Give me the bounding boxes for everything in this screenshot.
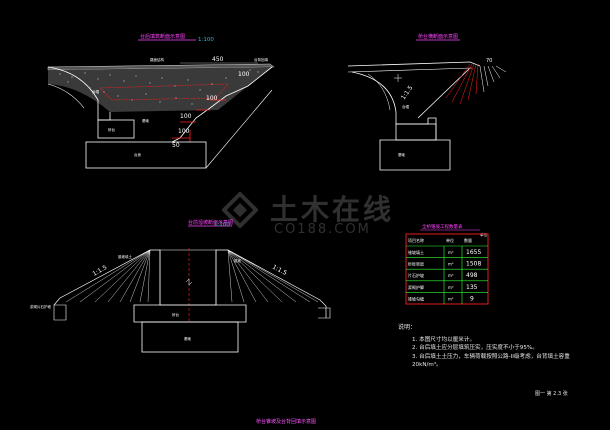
drawing-title: 桥台锥坡及台背回填示意图 bbox=[256, 419, 317, 425]
table-row: 片石护坡 m³ 498 bbox=[408, 272, 478, 279]
watermark-name: 土木在线 bbox=[270, 193, 395, 226]
step-profile bbox=[171, 66, 273, 143]
label-base: 基础 bbox=[142, 118, 149, 123]
step-dim-lines bbox=[172, 99, 226, 142]
left-toe bbox=[53, 304, 67, 321]
slope-line bbox=[205, 89, 273, 169]
watermark-logo-icon bbox=[222, 192, 258, 228]
table-header-name: 项目名称 bbox=[408, 237, 424, 243]
dim-top-width: 450 bbox=[212, 56, 224, 63]
table-cell: 锥坡填土 bbox=[408, 249, 424, 255]
table-header-qty: 数量 bbox=[464, 237, 472, 243]
table-cell: m² bbox=[448, 296, 454, 301]
view-abutment-backfill: 台后填筑断面示意图 1:100 450 bbox=[47, 33, 275, 169]
table-cell: 135 bbox=[466, 284, 478, 291]
backfill-area bbox=[48, 67, 272, 112]
table-cell: 1655 bbox=[466, 249, 481, 256]
abutment-inner-curve bbox=[47, 83, 85, 109]
view-abutment-section: 桥台横断面示意图 70 1:1.5 台帽 基础 bbox=[347, 33, 507, 171]
label-fill: 锥坡填土 bbox=[118, 254, 132, 259]
right-cone-fan bbox=[227, 249, 319, 303]
view-title: 台后填筑断面示意图 bbox=[140, 33, 185, 40]
label-cap: 台帽 bbox=[92, 89, 99, 94]
watermark-url: CO188.COM bbox=[274, 222, 371, 237]
view-scale: 1:100 bbox=[198, 37, 214, 43]
slope-face bbox=[417, 67, 471, 119]
table-row: 锥坡填土 m³ 1655 bbox=[408, 249, 481, 256]
right-toe bbox=[318, 307, 331, 319]
quantity-table: 全桥锥坡工程数量表 单位 项目名称 单位 数量 锥坡填土 m³ 1655 砂砾垫… bbox=[405, 223, 489, 305]
view-scale: 1:100 bbox=[214, 222, 230, 228]
left-cone-outline bbox=[53, 249, 161, 306]
right-cone-outline bbox=[215, 249, 327, 318]
table-row: 浆砌护脚 m³ 135 bbox=[408, 284, 478, 291]
table-unit-note: 单位 bbox=[480, 232, 488, 237]
label-abutment: 桥台 bbox=[108, 127, 115, 132]
table-cell: 片石护坡 bbox=[408, 272, 424, 278]
left-cone-fan bbox=[65, 249, 151, 303]
foundation bbox=[379, 117, 451, 171]
road-surface bbox=[47, 63, 275, 71]
label-protection: 浆砌片石护坡 bbox=[30, 304, 51, 309]
dim-step-4: 100 bbox=[178, 128, 190, 135]
note-item: 1. 本图尺寸均以厘米计。 bbox=[412, 336, 476, 343]
label-base: 基础 bbox=[184, 336, 191, 341]
break-mark bbox=[185, 278, 193, 286]
table-cell: 浆砌护脚 bbox=[408, 284, 424, 290]
foundation bbox=[85, 141, 207, 169]
red-fill-layer bbox=[99, 83, 229, 101]
watermark: 土木在线 CO188.COM bbox=[212, 188, 412, 244]
deck-line bbox=[347, 61, 481, 67]
table-cell: m³ bbox=[448, 262, 454, 267]
foundation bbox=[141, 321, 239, 353]
table-cell: 498 bbox=[466, 272, 478, 279]
table-header-unit: 单位 bbox=[446, 237, 454, 243]
table-row: 锥坡勾缝 m² 9 bbox=[408, 295, 474, 302]
notes-heading: 说明： bbox=[398, 324, 417, 331]
slope-left: 1:1.5 bbox=[92, 264, 109, 278]
pile-cap bbox=[133, 304, 247, 323]
abutment-curve bbox=[351, 71, 429, 125]
label-cone: 锥坡 bbox=[234, 258, 241, 263]
deck-lower bbox=[347, 67, 473, 73]
dim-step-2: 100 bbox=[206, 95, 218, 102]
design-notes: 说明： 1. 本图尺寸均以厘米计。 2. 台后填土应分层填筑压实，压实度不小于9… bbox=[398, 324, 598, 370]
table-cell: m³ bbox=[448, 285, 454, 290]
table-row: 砂砾垫层 m³ 1508 bbox=[408, 261, 481, 268]
label-base: 基础 bbox=[398, 152, 406, 157]
note-item: 2. 台后填土应分层填筑压实，压实度不小于95%。 bbox=[412, 345, 538, 351]
label-body: 台身 bbox=[134, 152, 141, 157]
dim-slope-top: 70 bbox=[486, 58, 492, 64]
dim-step-1: 100 bbox=[238, 71, 250, 78]
dim-base: 50 bbox=[172, 142, 180, 149]
dim-step-3: 100 bbox=[180, 113, 192, 120]
abutment-body bbox=[159, 249, 217, 306]
label-cap: 台帽 bbox=[402, 104, 410, 109]
table-title: 全桥锥坡工程数量表 bbox=[422, 223, 463, 230]
abutment-curve bbox=[47, 66, 111, 121]
abutment-cap bbox=[97, 119, 135, 139]
table-grid bbox=[406, 245, 488, 304]
table-cell: m³ bbox=[448, 250, 454, 255]
table-cell: 砂砾垫层 bbox=[408, 261, 424, 267]
label-abutment: 桥台 bbox=[172, 312, 179, 317]
table-cell: 9 bbox=[470, 295, 474, 302]
fan-lines bbox=[445, 63, 479, 105]
label-backfill: 台背回填 bbox=[254, 57, 268, 62]
slope-ratio: 1:1.5 bbox=[400, 84, 415, 101]
view-title: 台前溜坡断面示意图 bbox=[188, 219, 233, 226]
table-cell: 1508 bbox=[466, 261, 481, 268]
view-title: 桥台横断面示意图 bbox=[418, 33, 458, 40]
right-hatch bbox=[479, 65, 507, 93]
abutment-cap bbox=[395, 123, 437, 141]
note-item: 3. 台后填土土压力，车辆荷载按照公路-II级考虑，台背填土容重20kN/m³。 bbox=[412, 353, 570, 369]
abutment-inner bbox=[367, 73, 391, 111]
label-road: 路面结构 bbox=[150, 57, 164, 62]
sheet-number: 图一 第 2.3 张 bbox=[535, 391, 568, 397]
table-cell: 锥坡勾缝 bbox=[408, 295, 424, 301]
table-cell: m³ bbox=[448, 273, 454, 278]
